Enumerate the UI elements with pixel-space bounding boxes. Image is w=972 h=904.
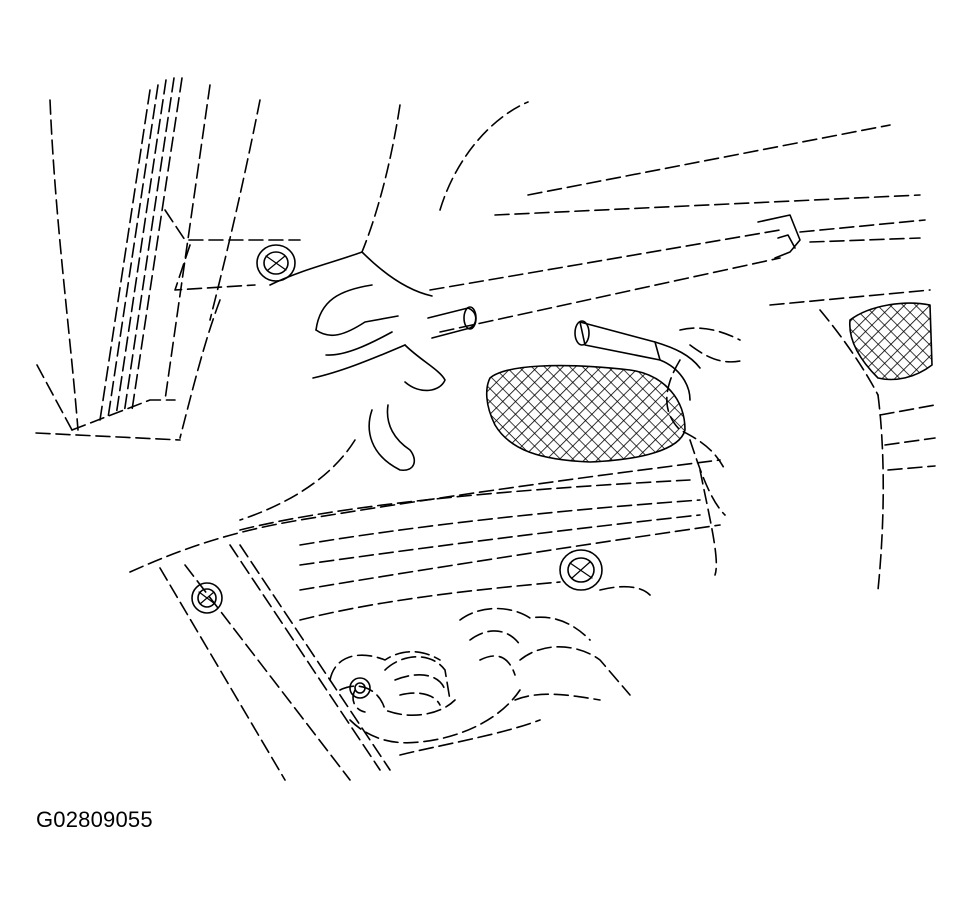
- center-mesh: [485, 359, 691, 463]
- release-rod: [427, 101, 926, 339]
- body-panel: [129, 359, 726, 621]
- right-mesh: [769, 289, 936, 591]
- bolt-upper-left: [256, 244, 296, 282]
- technician-hand: [239, 104, 446, 521]
- bolt-lower-left: [159, 544, 391, 781]
- bolt-lower-center: [559, 549, 651, 596]
- lower-mechanism: [329, 607, 631, 756]
- figure-id-label: G02809055: [36, 807, 153, 832]
- clip-pin: [574, 320, 746, 369]
- left-pillar: [35, 77, 301, 441]
